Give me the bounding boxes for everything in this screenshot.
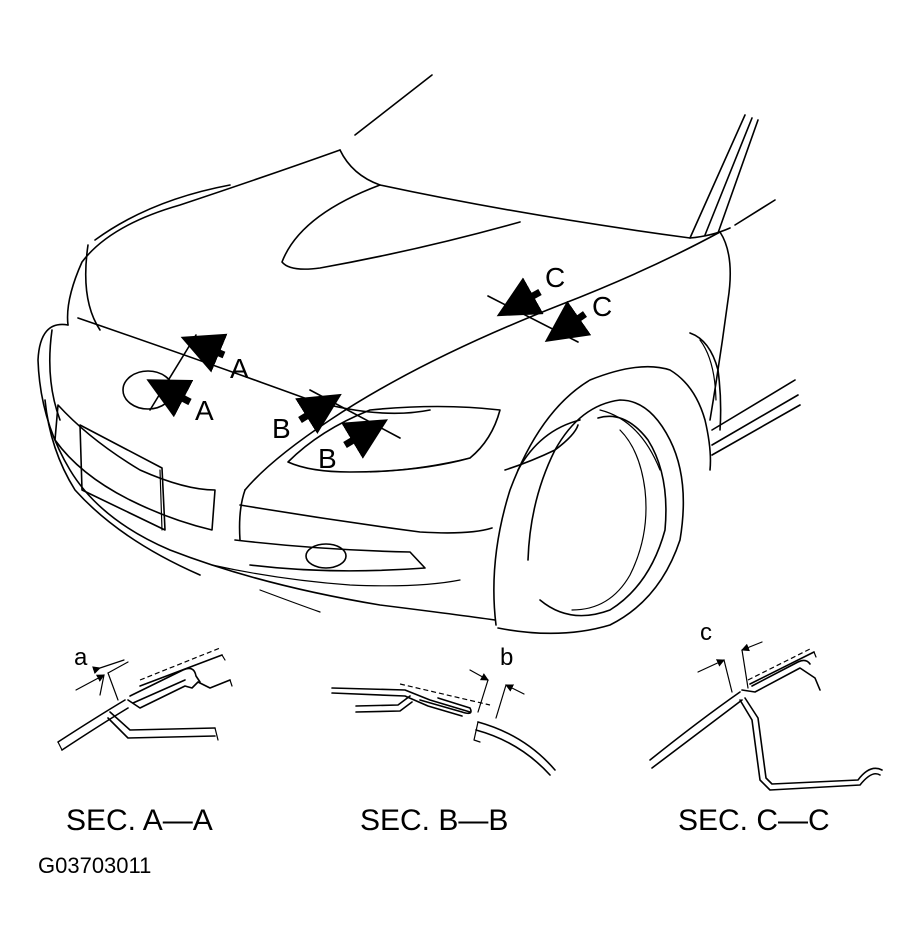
arrow-b-upper xyxy=(295,393,342,434)
car-front-drawing xyxy=(37,74,801,635)
section-c-detail xyxy=(649,641,883,791)
dimension-b: b xyxy=(500,644,513,671)
callout-a-lower: A xyxy=(195,395,214,426)
arrow-c-upper xyxy=(496,277,544,317)
section-b-caption: SEC. B—B xyxy=(360,804,508,837)
arrow-a-upper xyxy=(180,333,228,373)
section-a-caption: SEC. A—A xyxy=(66,804,213,837)
callout-labels: A A B B C C xyxy=(195,262,612,474)
callout-c-lower: C xyxy=(592,291,612,322)
callout-a-upper: A xyxy=(230,353,249,384)
callout-c-upper: C xyxy=(545,262,565,293)
section-c-caption: SEC. C—C xyxy=(678,804,830,837)
dimension-a: a xyxy=(74,644,88,671)
section-b-detail xyxy=(331,669,556,776)
cut-line-b xyxy=(309,389,401,439)
arrow-c-lower xyxy=(544,300,592,342)
section-cut-lines xyxy=(149,295,579,439)
callout-b-lower: B xyxy=(318,443,337,474)
arrow-b-lower xyxy=(341,419,389,459)
arrow-a-lower xyxy=(146,379,194,418)
callout-b-upper: B xyxy=(272,413,291,444)
section-arrows xyxy=(146,277,592,459)
section-a-detail xyxy=(57,647,233,751)
figure-code: G03703011 xyxy=(38,853,151,878)
dimension-c: c xyxy=(700,619,712,646)
